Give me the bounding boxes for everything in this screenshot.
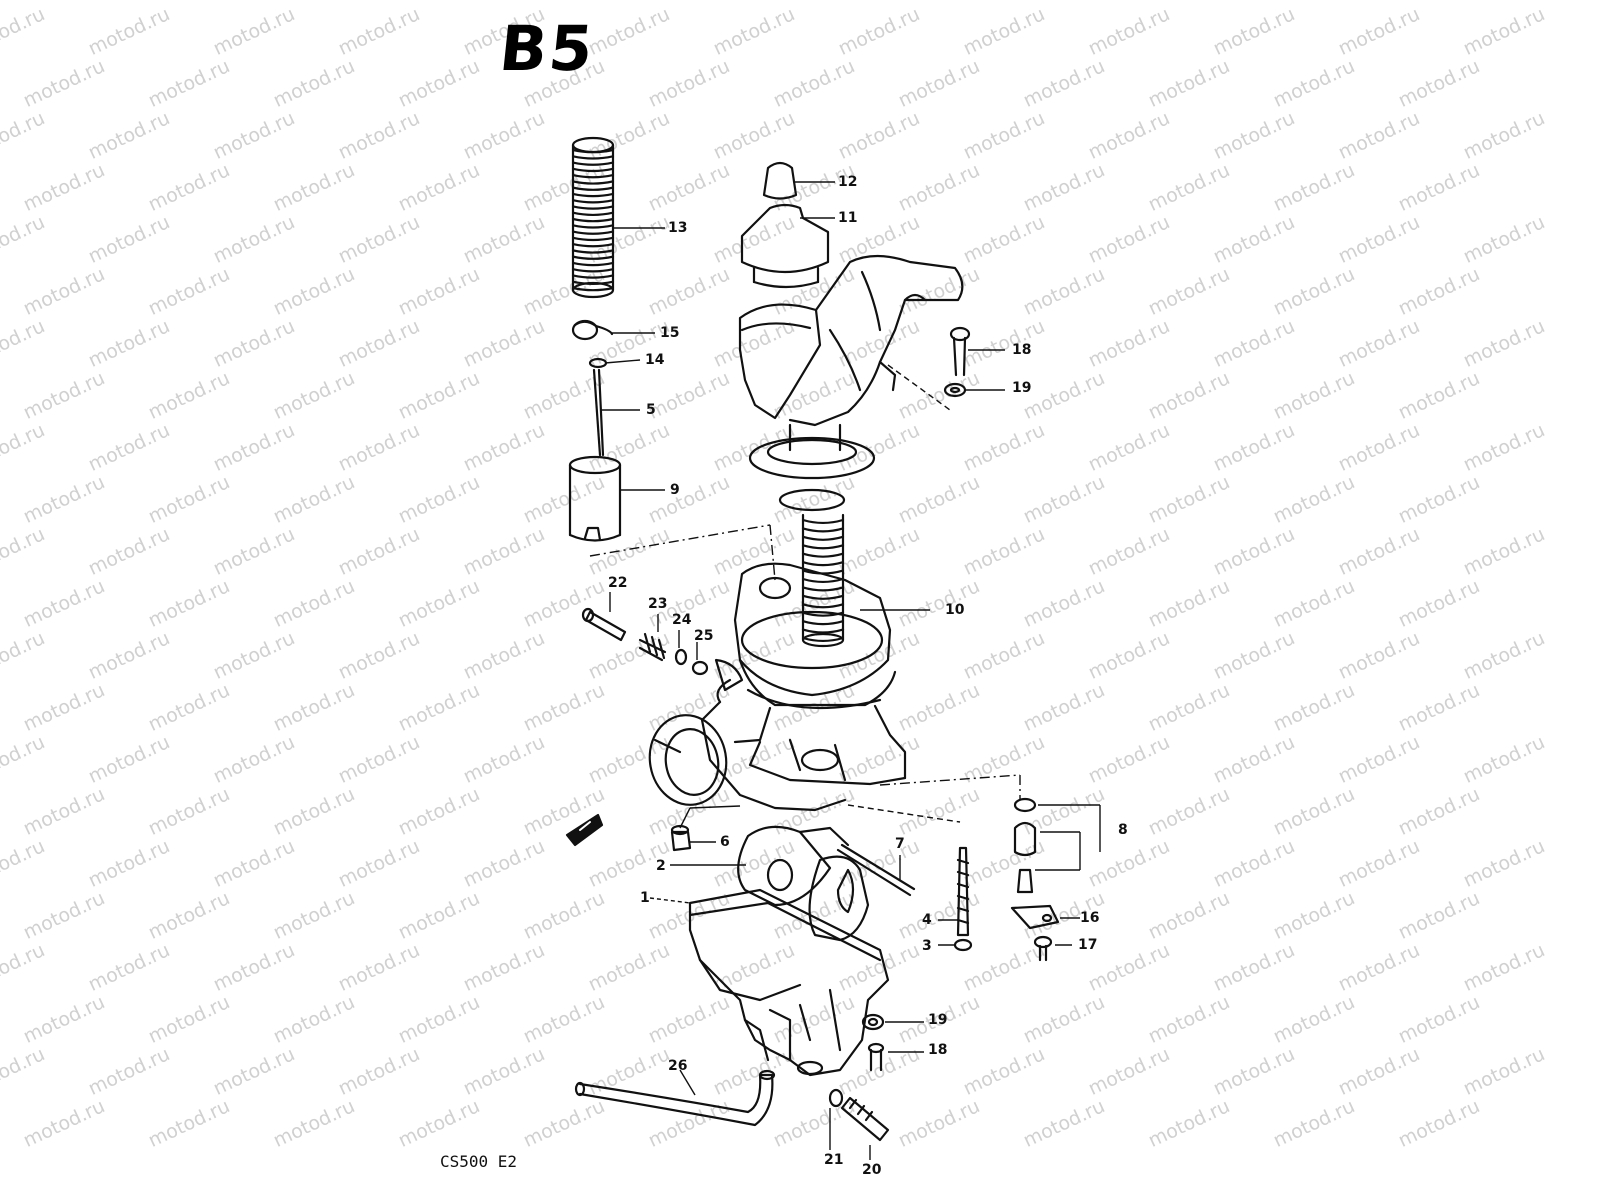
part-23-spring xyxy=(638,632,667,662)
part-5-jet-needle xyxy=(592,368,605,457)
callout-20: 20 xyxy=(862,1162,882,1178)
part-10-needle-spring xyxy=(801,513,845,648)
part-12-cap xyxy=(762,161,798,200)
callout-18-lower: 18 xyxy=(928,1042,948,1058)
diagram-title: B5 xyxy=(496,12,599,85)
callout-1: 1 xyxy=(640,890,650,906)
part-9-piston-valve xyxy=(568,455,622,542)
part-2-float xyxy=(737,825,870,942)
part-25-o-ring xyxy=(691,660,709,676)
top-chamber-housing xyxy=(738,254,964,427)
part-18-screw-lower xyxy=(867,1042,885,1072)
callout-19-lower: 19 xyxy=(928,1012,948,1028)
callout-26: 26 xyxy=(668,1058,688,1074)
callout-24: 24 xyxy=(672,612,692,628)
part-19-washer-upper xyxy=(943,382,967,398)
callout-9: 9 xyxy=(670,482,680,498)
part-15-needle-retainer xyxy=(571,319,614,341)
callout-21: 21 xyxy=(824,1152,844,1168)
part-6-jet-holder xyxy=(670,824,692,852)
part-7-float-pin xyxy=(836,843,916,897)
callout-15: 15 xyxy=(660,325,680,341)
model-code: CS500 E2 xyxy=(440,1152,518,1171)
callout-17: 17 xyxy=(1078,937,1098,953)
part-21-o-ring xyxy=(828,1088,844,1108)
direction-arrow-icon xyxy=(565,813,604,847)
callout-18-upper: 18 xyxy=(1012,342,1032,358)
diaphragm xyxy=(748,423,876,512)
float-chamber-bowl xyxy=(688,888,890,1077)
part-20-drain-screw xyxy=(840,1096,890,1142)
callout-10: 10 xyxy=(945,602,965,618)
callout-16: 16 xyxy=(1080,910,1100,926)
part-26-overflow-hose xyxy=(574,1069,776,1127)
carburetor-main-body xyxy=(700,562,907,812)
part-17-screw xyxy=(1033,935,1053,962)
callout-11: 11 xyxy=(838,210,858,226)
part-4-needle-jet xyxy=(956,846,970,937)
part-13-spring xyxy=(571,136,615,299)
callout-6: 6 xyxy=(720,834,730,850)
part-16-plate xyxy=(1010,904,1060,930)
part-11-cover-cap xyxy=(740,203,830,289)
callout-4: 4 xyxy=(922,912,932,928)
part-19-washer-lower xyxy=(861,1013,885,1031)
part-24-washer xyxy=(674,648,688,666)
callout-2: 2 xyxy=(656,858,666,874)
part-22-pilot-screw xyxy=(581,607,627,642)
callout-7: 7 xyxy=(895,836,905,852)
part-14-clip xyxy=(588,357,608,369)
callout-3: 3 xyxy=(922,938,932,954)
callout-12: 12 xyxy=(838,174,858,190)
pilot-screw-port xyxy=(714,658,744,692)
callout-5: 5 xyxy=(646,402,656,418)
part-3-main-jet xyxy=(953,938,973,952)
callout-14: 14 xyxy=(645,352,665,368)
callout-25: 25 xyxy=(694,628,714,644)
callout-19-upper: 19 xyxy=(1012,380,1032,396)
callout-23: 23 xyxy=(648,596,668,612)
part-18-screw-upper xyxy=(949,326,971,377)
callout-13: 13 xyxy=(668,220,688,236)
callout-22: 22 xyxy=(608,575,628,591)
callout-8: 8 xyxy=(1118,822,1128,838)
intake-bore xyxy=(648,714,728,806)
part-8-cap-set xyxy=(1013,797,1037,894)
